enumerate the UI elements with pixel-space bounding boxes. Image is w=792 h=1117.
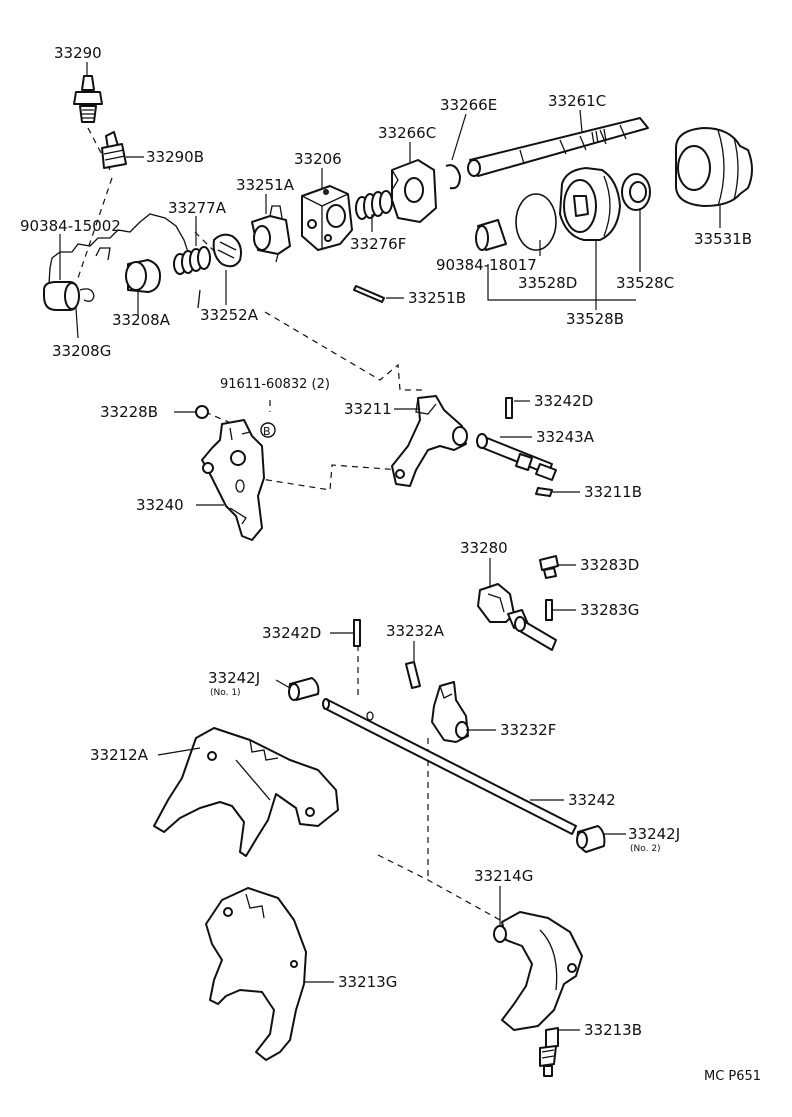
shaft-33242 xyxy=(322,698,577,835)
label-33283G: 33283G xyxy=(580,601,639,619)
bushing-33208G xyxy=(43,281,95,311)
label-33211: 33211 xyxy=(344,400,392,418)
diagram-code: MC P651 xyxy=(704,1069,761,1084)
fork-33212A xyxy=(153,727,339,857)
label-33528B: 33528B xyxy=(566,310,624,328)
label-33243A: 33243A xyxy=(536,428,595,446)
seal-33528C xyxy=(621,173,651,211)
cam-33266C xyxy=(391,159,437,223)
label-33528D: 33528D xyxy=(518,274,577,292)
switch-33290 xyxy=(73,75,103,123)
label-33252A: 33252A xyxy=(200,306,259,324)
fork-33213G xyxy=(205,887,307,1061)
snap-ring-33266E xyxy=(445,164,462,190)
label-33212A: 33212A xyxy=(90,746,149,764)
plug-33290B xyxy=(101,131,127,169)
label-33290B: 33290B xyxy=(146,148,204,166)
spring-33277A xyxy=(173,246,211,275)
ball-33228B xyxy=(195,405,209,419)
label-33290: 33290 xyxy=(54,44,102,62)
label-33214G: 33214G xyxy=(474,867,533,885)
label-33242: 33242 xyxy=(568,791,616,809)
label-33277A: 33277A xyxy=(168,199,227,217)
label-33232F: 33232F xyxy=(500,721,556,739)
label-33242J-no1: 33242J xyxy=(208,669,260,687)
lever-33211 xyxy=(391,395,468,487)
label-33213B: 33213B xyxy=(584,1021,642,1039)
label-33266E: 33266E xyxy=(440,96,497,114)
cover-33528D xyxy=(515,193,557,251)
label-33280: 33280 xyxy=(460,539,508,557)
label-91611-60832: 91611-60832 (2) xyxy=(220,377,330,392)
boot-33531B xyxy=(675,127,753,207)
label-33283D: 33283D xyxy=(580,556,639,574)
label-33242J-no2-note: (No. 2) xyxy=(630,844,661,854)
housing-33528B xyxy=(559,167,621,241)
bolt-marker-circle xyxy=(260,422,276,438)
pin-33242D-mid xyxy=(353,619,361,647)
label-33232A: 33232A xyxy=(386,622,445,640)
shaft-33243A xyxy=(476,433,557,481)
label-33251A: 33251A xyxy=(236,176,295,194)
bushing-33208A xyxy=(125,259,161,293)
bushing-90384-18017 xyxy=(475,219,507,251)
label-33242D-top: 33242D xyxy=(534,392,593,410)
label-33228B: 33228B xyxy=(100,403,158,421)
sleeve-33251A xyxy=(251,205,291,263)
fork-33214G xyxy=(493,911,583,1031)
label-33276F: 33276F xyxy=(350,235,406,253)
leader-lines xyxy=(59,62,721,1031)
shaft-33261C xyxy=(467,117,649,177)
part-labels: 33290 33290B 90384-15002 33277A 33251A 3… xyxy=(20,44,761,1084)
label-33261C: 33261C xyxy=(548,92,606,110)
pin-33242D-top xyxy=(505,397,513,419)
label-90384-15002: 90384-15002 xyxy=(20,217,121,235)
label-90384-18017: 90384-18017 xyxy=(436,256,537,274)
fork-head-33232F xyxy=(431,681,469,743)
label-33240: 33240 xyxy=(136,496,184,514)
spring-33276F xyxy=(355,190,393,220)
label-33242J-no1-note: (No. 1) xyxy=(210,688,241,698)
collar-33242J-no1 xyxy=(288,677,320,701)
body-33206 xyxy=(301,185,353,251)
label-33213G: 33213G xyxy=(338,973,397,991)
label-33266C: 33266C xyxy=(378,124,436,142)
pin-33283G xyxy=(545,599,553,621)
pin-33232A xyxy=(405,661,421,689)
label-33251B: 33251B xyxy=(408,289,466,307)
label-33242J-no2: 33242J xyxy=(628,825,680,843)
label-33211B: 33211B xyxy=(584,483,642,501)
bolt-33283D xyxy=(539,555,559,579)
label-33208A: 33208A xyxy=(112,311,171,329)
bolt-marker-label: B xyxy=(263,425,271,438)
lever-33240 xyxy=(201,419,265,541)
collar-33242J-no2 xyxy=(576,825,606,853)
pin-33251B xyxy=(353,285,385,303)
label-33206: 33206 xyxy=(294,150,342,168)
label-33208G: 33208G xyxy=(52,342,111,360)
bolt-33213B xyxy=(539,1027,559,1077)
label-33242D-mid: 33242D xyxy=(262,624,321,642)
label-33531B: 33531B xyxy=(694,230,752,248)
label-33528C: 33528C xyxy=(616,274,674,292)
selector-33280 xyxy=(477,583,557,651)
pin-33211B xyxy=(535,487,553,497)
ring-33252A xyxy=(212,233,242,268)
